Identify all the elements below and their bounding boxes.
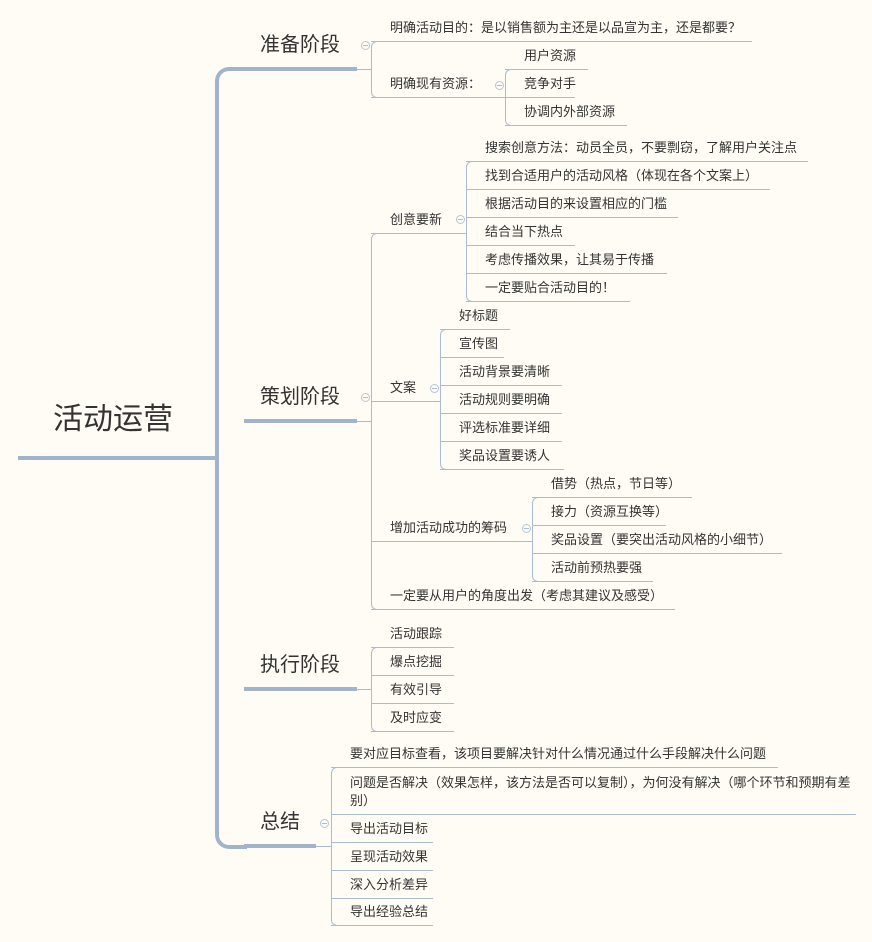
node-label: 总结 xyxy=(260,809,300,833)
subtopic[interactable]: 活动跟踪 xyxy=(371,622,454,648)
node-label: 活动背景要清晰 xyxy=(459,365,551,380)
node-label: 策划阶段 xyxy=(260,384,340,408)
branch-connector xyxy=(316,846,331,847)
node-label: 执行阶段 xyxy=(260,652,340,676)
collapse-toggle-icon[interactable] xyxy=(522,524,531,533)
subtopic-leaf[interactable]: 活动规则要明确 xyxy=(440,388,562,414)
subtopic[interactable]: 明确现有资源： xyxy=(371,72,505,98)
node-label: 协调内外部资源 xyxy=(524,105,616,120)
subtopic[interactable]: 创意要新 xyxy=(371,208,466,234)
subtopic[interactable]: 有效引导 xyxy=(371,678,454,704)
subtopic[interactable]: 呈现活动效果 xyxy=(331,845,433,871)
subtopic[interactable]: 文案 xyxy=(371,376,440,402)
node-label: 增加活动成功的筹码 xyxy=(390,521,508,536)
collapse-toggle-icon[interactable] xyxy=(430,384,439,393)
branch-connector xyxy=(206,456,218,460)
node-label: 创意要新 xyxy=(390,213,443,228)
node-label: 导出经验总结 xyxy=(350,905,429,920)
node-label: 一定要贴合活动目的！ xyxy=(485,281,616,296)
node-label: 好标题 xyxy=(459,309,499,324)
node-label: 有效引导 xyxy=(390,683,443,698)
node-label: 爆点挖掘 xyxy=(390,655,443,670)
subtopic-leaf[interactable]: 一定要贴合活动目的！ xyxy=(466,276,630,302)
subtopic[interactable]: 增加活动成功的筹码 xyxy=(371,516,532,542)
main-topic-planning[interactable]: 策划阶段 xyxy=(244,383,357,423)
collapse-toggle-icon[interactable] xyxy=(361,41,370,50)
subtopic-leaf[interactable]: 协调内外部资源 xyxy=(505,100,627,126)
subtopic-leaf[interactable]: 搜索创意方法：动员全员，不要剽窃，了解用户关注点 xyxy=(466,136,808,162)
subtopic-leaf[interactable]: 根据活动目的来设置相应的门槛 xyxy=(466,192,678,218)
node-label: 接力（资源互换等） xyxy=(551,505,669,520)
subtopic[interactable]: 一定要从用户的角度出发（考虑其建议及感受） xyxy=(371,584,675,610)
subtopic-leaf[interactable]: 用户资源 xyxy=(505,44,588,70)
subtopic-leaf[interactable]: 借势（热点，节日等） xyxy=(532,472,692,498)
subtopic[interactable]: 深入分析差异 xyxy=(331,873,433,899)
node-label: 准备阶段 xyxy=(260,32,340,56)
subtopic[interactable]: 导出经验总结 xyxy=(331,900,433,926)
subtopic-leaf[interactable]: 结合当下热点 xyxy=(466,220,575,246)
node-label: 明确活动目的：是以销售额为主还是以品宣为主，还是都要？ xyxy=(390,21,742,36)
node-label: 一定要从用户的角度出发（考虑其建议及感受） xyxy=(390,589,664,604)
branch-connector xyxy=(215,67,247,849)
subtopic-leaf[interactable]: 找到合适用户的活动风格（体现在各个文案上） xyxy=(466,164,770,190)
node-label: 借势（热点，节日等） xyxy=(551,477,682,492)
subtopic[interactable]: 导出活动目标 xyxy=(331,817,433,843)
node-label: 文案 xyxy=(390,381,417,396)
node-label: 活动前预热要强 xyxy=(551,561,643,576)
node-label: 活动跟踪 xyxy=(390,627,443,642)
subtopic[interactable]: 要对应目标查看，该项目要解决针对什么情况通过什么手段解决什么问题 xyxy=(331,742,778,768)
node-label: 奖品设置（要突出活动风格的小细节） xyxy=(551,533,773,548)
node-label: 根据活动目的来设置相应的门槛 xyxy=(485,197,668,212)
subtopic-leaf[interactable]: 宣传图 xyxy=(440,332,504,358)
node-label: 宣传图 xyxy=(459,337,499,352)
node-label: 问题是否解决（效果怎样，该方法是否可以复制），为何没有解决（哪个环节和预期有差别… xyxy=(350,776,851,809)
subtopic[interactable]: 及时应变 xyxy=(371,706,454,732)
subtopic-leaf[interactable]: 接力（资源互换等） xyxy=(532,500,669,526)
node-label: 竞争对手 xyxy=(524,77,577,92)
collapse-toggle-icon[interactable] xyxy=(456,215,465,224)
collapse-toggle-icon[interactable] xyxy=(495,81,504,90)
subtopic[interactable]: 明确活动目的：是以销售额为主还是以品宣为主，还是都要？ xyxy=(371,16,752,42)
subtopic-leaf[interactable]: 奖品设置（要突出活动风格的小细节） xyxy=(532,528,782,554)
node-label: 呈现活动效果 xyxy=(350,850,429,865)
subtopic-leaf[interactable]: 评选标准要详细 xyxy=(440,416,562,442)
node-label: 活动运营 xyxy=(53,402,173,437)
main-topic-execution[interactable]: 执行阶段 xyxy=(244,651,357,691)
branch-connector xyxy=(371,233,381,610)
subtopic-leaf[interactable]: 好标题 xyxy=(440,304,510,330)
central-topic[interactable]: 活动运营 xyxy=(18,380,208,460)
subtopic-leaf[interactable]: 奖品设置要诱人 xyxy=(440,444,564,470)
collapse-toggle-icon[interactable] xyxy=(320,819,329,828)
node-label: 奖品设置要诱人 xyxy=(459,449,551,464)
branch-connector xyxy=(357,689,371,690)
node-label: 要对应目标查看，该项目要解决针对什么情况通过什么手段解决什么问题 xyxy=(350,747,767,762)
node-label: 明确现有资源： xyxy=(390,77,482,92)
node-label: 评选标准要详细 xyxy=(459,421,551,436)
node-label: 考虑传播效果，让其易于传播 xyxy=(485,253,655,268)
branch-connector xyxy=(357,69,371,70)
subtopic[interactable]: 爆点挖掘 xyxy=(371,650,454,676)
subtopic[interactable]: 问题是否解决（效果怎样，该方法是否可以复制），为何没有解决（哪个环节和预期有差别… xyxy=(331,769,856,815)
node-label: 用户资源 xyxy=(524,49,577,64)
node-label: 深入分析差异 xyxy=(350,878,429,893)
subtopic-leaf[interactable]: 考虑传播效果，让其易于传播 xyxy=(466,248,667,274)
node-label: 活动规则要明确 xyxy=(459,393,551,408)
main-topic-preparation[interactable]: 准备阶段 xyxy=(244,31,357,71)
subtopic-leaf[interactable]: 活动背景要清晰 xyxy=(440,360,562,386)
collapse-toggle-icon[interactable] xyxy=(361,393,370,402)
main-topic-summary[interactable]: 总结 xyxy=(244,808,316,848)
subtopic-leaf[interactable]: 活动前预热要强 xyxy=(532,556,653,582)
node-label: 导出活动目标 xyxy=(350,822,429,837)
branch-connector xyxy=(357,421,371,422)
node-label: 找到合适用户的活动风格（体现在各个文案上） xyxy=(485,169,759,184)
node-label: 结合当下热点 xyxy=(485,225,564,240)
subtopic-leaf[interactable]: 竞争对手 xyxy=(505,72,577,98)
node-label: 搜索创意方法：动员全员，不要剽窃，了解用户关注点 xyxy=(485,141,798,156)
node-label: 及时应变 xyxy=(390,711,443,726)
